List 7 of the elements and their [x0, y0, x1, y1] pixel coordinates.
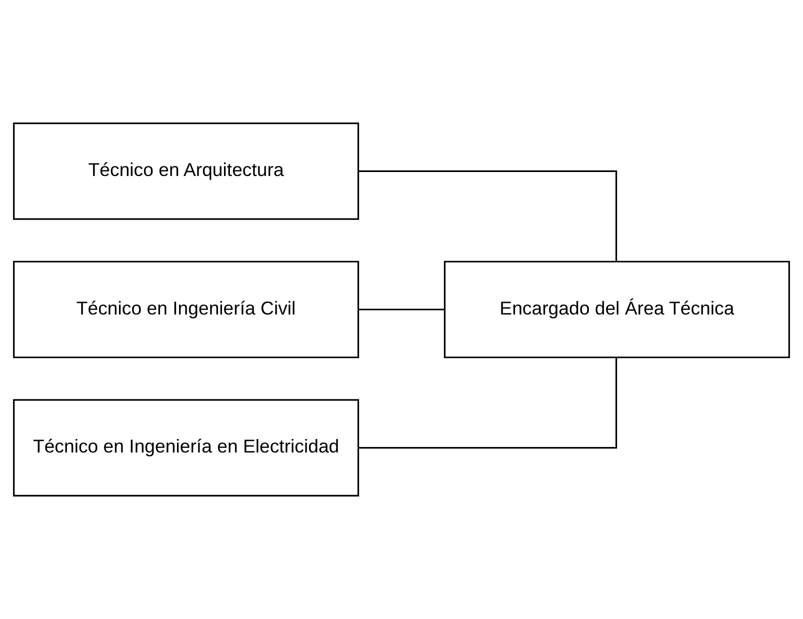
connector	[358, 308, 444, 310]
node-box: Técnico en Ingeniería en Electricidad	[13, 399, 360, 496]
connector	[358, 357, 618, 449]
node-box: Técnico en Arquitectura	[13, 122, 360, 220]
node-box: Encargado del Área Técnica	[444, 260, 790, 358]
connector	[358, 170, 618, 262]
node-box: Técnico en Ingeniería Civil	[13, 260, 360, 358]
